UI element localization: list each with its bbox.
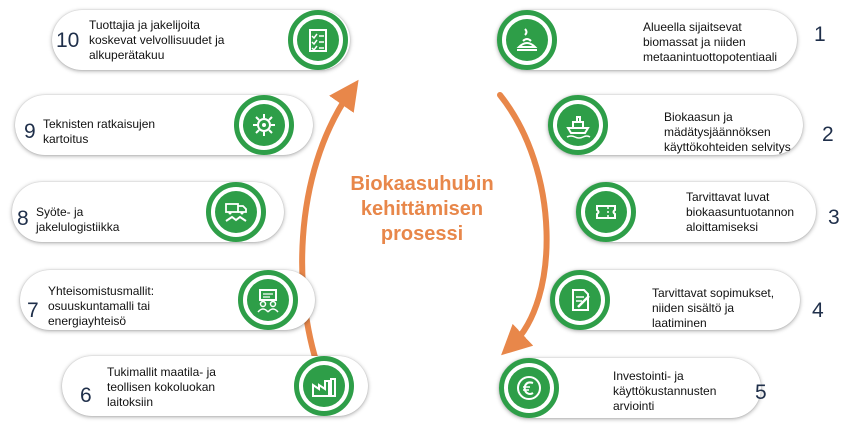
step-8-number: 8: [17, 207, 29, 230]
step-10-number: 10: [56, 29, 80, 52]
step-4-label: Tarvittavat sopimukset,niiden sisältö ja…: [652, 286, 775, 330]
tech-gear-icon: [253, 114, 275, 136]
meeting-icon: [257, 289, 279, 313]
title-line-1: Biokaasuhubin: [350, 173, 494, 195]
step-6-number: 6: [80, 384, 92, 407]
left-arrow: [299, 79, 359, 381]
diagram-title: Biokaasuhubin kehittämisen prosessi: [327, 172, 517, 247]
euro-icon: [517, 376, 541, 400]
step-10-badge: [288, 10, 348, 70]
step-9-number: 9: [24, 120, 36, 143]
step-3-badge: [576, 182, 636, 242]
step-7-number: 7: [27, 299, 39, 322]
step-5-badge: [499, 358, 559, 418]
step-1-badge: [497, 10, 557, 70]
title-line-3: prosessi: [380, 223, 464, 245]
checklist-icon: [309, 29, 327, 52]
step-5-number: 5: [755, 381, 767, 404]
ship-icon: [566, 116, 591, 139]
step-2-badge: [548, 95, 608, 155]
step-6-badge: [294, 356, 354, 416]
step-1-number: 1: [814, 23, 826, 46]
step-2-number: 2: [822, 123, 834, 146]
logistics-icon: [225, 203, 247, 222]
step-3-number: 3: [828, 206, 840, 229]
right-arrow: [497, 92, 550, 356]
step-4-number: 4: [812, 299, 824, 322]
biomass-pile-icon: [516, 28, 538, 51]
step-4-badge: [550, 270, 610, 330]
step-9-badge: [234, 95, 294, 155]
title-line-2: kehittämisen: [360, 198, 484, 220]
contract-icon: [572, 289, 590, 311]
step-8-badge: [206, 182, 266, 242]
ticket-icon: [596, 205, 616, 219]
step-7-badge: [238, 270, 298, 330]
factory-icon: [312, 378, 336, 397]
